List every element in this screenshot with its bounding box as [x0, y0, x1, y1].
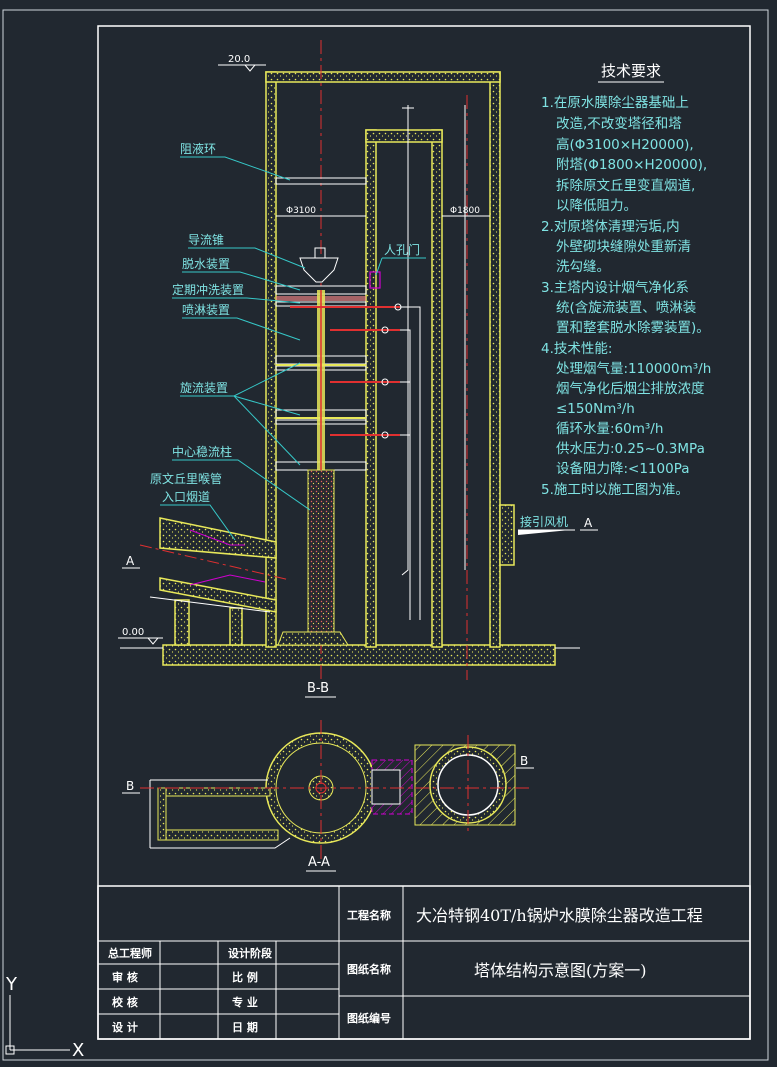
fan-outlet — [499, 504, 515, 566]
section-bb-elevation: 20.0 0.00 Φ3100 Φ1800 — [118, 40, 598, 698]
label-manhole: 人孔门 — [384, 242, 420, 257]
tb-scale: 比 例 — [232, 970, 258, 984]
leader-lines — [160, 156, 426, 541]
section-b-right: B — [520, 754, 528, 768]
label-inlet-duct: 入口烟道 — [162, 490, 210, 504]
elevation-top-label: 20.0 — [228, 54, 250, 65]
main-tower-left-wall — [265, 71, 277, 648]
label-spray: 喷淋装置 — [182, 303, 230, 317]
tb-chief-engineer: 总工程师 — [108, 946, 152, 960]
section-aa-plan: B B A-A — [122, 720, 534, 872]
elevation-bottom-label: 0.00 — [122, 627, 144, 638]
main-tower-right-wall — [365, 129, 377, 648]
tb-discipline: 专 业 — [232, 995, 258, 1009]
technical-requirements: 技术要求 1.在原水膜除尘器基础上 改造,不改变塔径和塔 高(Φ3100×H20… — [541, 62, 711, 498]
tower-roof — [265, 71, 501, 83]
spray-pipes — [290, 306, 400, 436]
tech-line: 2.对原塔体清理污垢,内 — [541, 219, 680, 235]
tech-line: 处理烟气量:110000m³/h — [556, 361, 711, 377]
center-column — [307, 469, 335, 646]
aux-diameter-label: Φ1800 — [450, 206, 480, 216]
label-venturi: 原文丘里喉管 — [150, 471, 222, 486]
section-a-left: A — [126, 554, 135, 568]
tech-line: 4.技术性能: — [541, 341, 612, 357]
tb-date: 日 期 — [232, 1020, 258, 1034]
tech-line: 循环水量:60m³/h — [556, 421, 663, 437]
tech-line: 以降低阻力。 — [556, 198, 637, 214]
tech-line: 供水压力:0.25~0.3MPa — [556, 441, 705, 457]
drawing-name-label: 图纸名称 — [347, 962, 391, 976]
tb-design: 设 计 — [112, 1020, 138, 1034]
aux-tower-cap — [365, 129, 443, 143]
main-diameter-label: Φ3100 — [286, 206, 316, 216]
section-a-right: A — [584, 516, 593, 530]
tech-line: 统(含旋流装置、喷淋装 — [556, 300, 696, 316]
tech-line: 外壁砌块缝隙处重新清 — [556, 239, 691, 255]
drawing-name: 塔体结构示意图(方案一) — [474, 961, 647, 980]
label-flush: 定期冲洗装置 — [172, 282, 244, 297]
outer-border — [2, 9, 769, 1061]
tb-check: 校 核 — [112, 995, 138, 1009]
tb-review: 审 核 — [112, 970, 138, 984]
tech-line: 拆除原文丘里变直烟道, — [556, 178, 695, 194]
title-block — [97, 885, 751, 1040]
label-guide-cone: 导流锥 — [188, 233, 224, 247]
label-center-column: 中心稳流柱 — [172, 444, 232, 459]
aux-tower-right-wall — [489, 71, 501, 648]
tech-line: 改造,不改变塔径和塔 — [556, 116, 682, 132]
ucs-icon — [5, 995, 70, 1055]
tech-line: 3.主塔内设计烟气净化系 — [541, 280, 689, 296]
ucs-y-label: Y — [5, 974, 18, 995]
aux-tower-left-wall — [431, 129, 443, 648]
tech-line: 烟气净化后烟尘排放浓度 — [556, 381, 705, 397]
guide-cone — [299, 257, 339, 283]
ground-slab — [162, 644, 556, 666]
tech-line: 设备阻力降:<1100Pa — [556, 460, 690, 477]
label-cyclone: 旋流装置 — [180, 381, 228, 395]
label-liquid-ring: 阻液环 — [180, 141, 216, 156]
tech-line: 5.施工时以施工图为准。 — [541, 482, 689, 498]
tech-line: 附塔(Φ1800×H20000), — [556, 157, 707, 173]
inlet-duct — [139, 517, 349, 646]
tech-line: 高(Φ3100×H20000), — [556, 136, 694, 153]
label-fan: 接引风机 — [520, 514, 568, 529]
tech-line: 1.在原水膜除尘器基础上 — [541, 94, 689, 111]
label-dewater: 脱水装置 — [182, 256, 230, 271]
ucs-x-label: X — [72, 1040, 84, 1061]
section-aa-title: A-A — [308, 855, 330, 870]
section-b-left: B — [126, 779, 134, 793]
tech-title: 技术要求 — [601, 62, 661, 80]
tech-line: ≤150Nm³/h — [556, 401, 635, 417]
tech-line: 洗勾缝。 — [556, 259, 610, 275]
drawing-number-label: 图纸编号 — [347, 1011, 391, 1025]
project-name-label: 工程名称 — [347, 908, 391, 922]
project-name: 大冶特钢40T/h锅炉水膜除尘器改造工程 — [416, 906, 703, 925]
tech-line: 置和整套脱水除雾装置)。 — [556, 320, 710, 336]
tb-design-stage: 设计阶段 — [228, 946, 272, 960]
manhole-door — [369, 271, 381, 289]
section-bb-title: B-B — [307, 681, 329, 696]
